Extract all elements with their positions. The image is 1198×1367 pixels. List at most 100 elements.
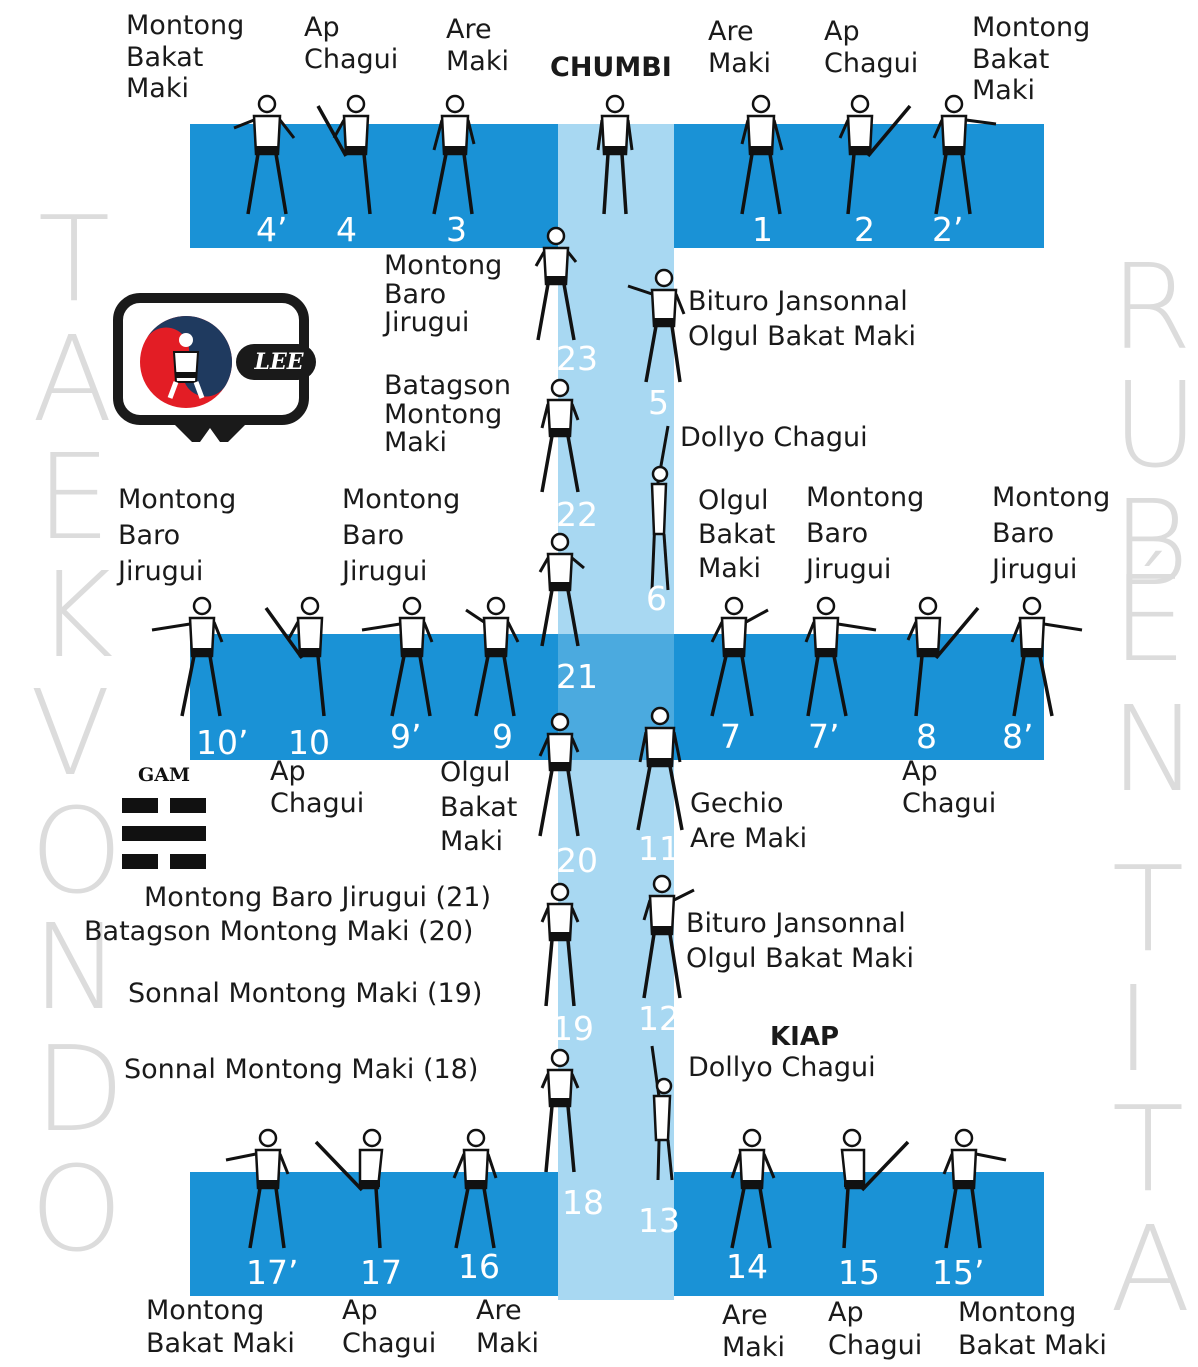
- step-number: 4’: [256, 210, 288, 249]
- figure-4: [316, 94, 386, 218]
- figure-15: [832, 1128, 912, 1252]
- step-number: 20: [556, 841, 598, 880]
- watermark-letter: E: [36, 428, 111, 566]
- step-number: 1: [752, 210, 773, 249]
- watermark-letter: B: [1112, 474, 1190, 612]
- label-mid-right-olgul: Olgul Bakat Maki: [698, 485, 776, 585]
- label-21-repeat: Montong Baro Jirugui (21): [144, 882, 491, 913]
- label-bottom-left-montong: Montong Bakat Maki: [146, 1295, 295, 1360]
- figure-22: [530, 378, 590, 496]
- figure-9: [462, 596, 536, 720]
- step-number: 8: [916, 717, 937, 756]
- figure-6: [638, 424, 682, 594]
- label-mid-left-1: Montong Baro Jirugui: [118, 484, 237, 588]
- label-bottom-right-are: Are Maki: [722, 1300, 785, 1364]
- step-number: 9: [492, 717, 513, 756]
- step-number: 9’: [390, 717, 422, 756]
- watermark-letter: D: [34, 1020, 125, 1158]
- figure-10: [262, 596, 336, 720]
- trigram-icon: [122, 798, 206, 869]
- step-number: 16: [458, 1247, 500, 1286]
- label-6: Dollyo Chagui: [680, 422, 868, 453]
- label-bottom-right-ap: Ap Chagui: [828, 1297, 923, 1362]
- label-ap-10: Ap Chagui: [270, 756, 365, 820]
- label-19: Sonnal Montong Maki (19): [128, 978, 483, 1009]
- label-ap-8: Ap Chagui: [902, 756, 997, 820]
- lee-logo: LEE: [112, 292, 324, 442]
- figure-21: [530, 532, 590, 650]
- step-number: 10: [288, 723, 330, 762]
- label-mid-right-montong-2: Montong Baro Jirugui: [992, 482, 1111, 586]
- step-number: 7: [720, 717, 741, 756]
- step-number: 13: [638, 1201, 680, 1240]
- watermark-letter: A: [32, 310, 113, 448]
- label-top-right-montong: Montong Bakat Maki: [972, 12, 1091, 107]
- watermark-letter: É: [1112, 550, 1187, 688]
- label-bottom-left-are: Are Maki: [476, 1295, 539, 1360]
- step-number: 2: [854, 210, 875, 249]
- figure-10p: [150, 596, 240, 720]
- figure-2p: [924, 94, 1004, 218]
- watermark-letter: T: [1112, 1080, 1185, 1218]
- watermark-letter: R: [1110, 238, 1192, 376]
- step-number: 4: [336, 210, 357, 249]
- watermark-letter: I: [1116, 960, 1151, 1098]
- label-mid-left-2: Montong Baro Jirugui: [342, 484, 461, 588]
- label-18: Sonnal Montong Maki (18): [124, 1054, 479, 1085]
- watermark-letter: T: [1112, 840, 1185, 978]
- watermark-letter: U: [1112, 356, 1198, 494]
- label-olgul-20: Olgul Bakat Maki: [440, 757, 518, 858]
- label-bottom-right-montong: Montong Bakat Maki: [958, 1297, 1107, 1362]
- watermark-letter: K: [36, 546, 114, 684]
- label-22: Batagson Montong Maki: [384, 370, 512, 459]
- label-top-right-ap: Ap Chagui: [824, 16, 919, 79]
- figure-17p: [222, 1128, 302, 1252]
- figure-17: [312, 1128, 392, 1252]
- figure-13: [640, 1044, 684, 1184]
- figure-2: [832, 94, 912, 218]
- step-number: 11: [638, 829, 680, 868]
- label-kiap: KIAP: [770, 1022, 839, 1052]
- gam-trigram: GAM: [118, 764, 210, 876]
- label-chumbi: CHUMBI: [550, 52, 672, 83]
- step-number: 15: [838, 1253, 880, 1292]
- step-number: 15’: [932, 1253, 985, 1292]
- label-23: Montong Baro Jirugui: [384, 250, 503, 339]
- step-number: 22: [556, 495, 598, 534]
- figure-20: [530, 712, 590, 840]
- step-number: 21: [556, 657, 598, 696]
- step-number: 7’: [808, 717, 840, 756]
- figure-4p: [232, 94, 302, 218]
- figure-1: [726, 94, 796, 218]
- step-number: 3: [446, 210, 467, 249]
- step-number: 23: [556, 339, 598, 378]
- label-mid-right-montong-1: Montong Baro Jirugui: [806, 482, 925, 586]
- figure-9p: [360, 596, 450, 720]
- watermark-letter: O: [30, 782, 123, 920]
- label-top-left-ap: Ap Chagui: [304, 12, 399, 75]
- figure-11: [630, 706, 690, 834]
- label-top-right-are: Are Maki: [708, 16, 771, 79]
- step-number: 18: [562, 1183, 604, 1222]
- watermark-letter: V: [30, 664, 111, 802]
- label-top-left-montong: Montong Bakat Maki: [126, 10, 245, 105]
- label-13: Dollyo Chagui: [688, 1052, 876, 1083]
- step-number: 8’: [1002, 717, 1034, 756]
- figure-19: [534, 882, 586, 1010]
- step-number: 12: [638, 999, 680, 1038]
- figure-8p: [996, 596, 1086, 720]
- watermark-letter: T: [38, 190, 111, 328]
- label-20-repeat: Batagson Montong Maki (20): [84, 916, 474, 947]
- figure-15p: [930, 1128, 1010, 1252]
- watermark-letter: A: [1110, 1200, 1191, 1338]
- label-12: Bituro Jansonnal Olgul Bakat Maki: [686, 908, 915, 975]
- figure-5: [626, 268, 690, 386]
- figure-16: [440, 1128, 510, 1252]
- step-number: 14: [726, 1247, 768, 1286]
- figure-23: [526, 226, 586, 344]
- figure-3: [420, 94, 490, 218]
- step-number: 5: [648, 383, 669, 422]
- label-gechio: Gechio Are Maki: [690, 788, 808, 855]
- logo-text: LEE: [254, 349, 304, 375]
- gam-label: GAM: [138, 764, 190, 786]
